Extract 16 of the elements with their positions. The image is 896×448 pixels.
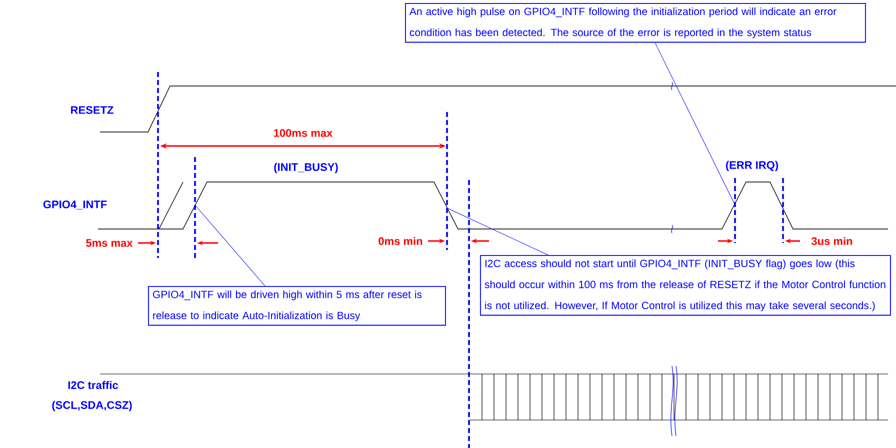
leader-line	[446, 208, 548, 256]
dimension-label: 3us min	[811, 236, 852, 246]
signal-label: I2C traffic	[68, 380, 118, 390]
dimension-label: 5ms max	[86, 239, 133, 247]
callout-box: GPIO4_INTF will be driven high within 5 ms after reset is release to indicate Auto-Initialization is Busy	[148, 286, 446, 326]
signal-label: (SCL,SDA,CSZ)	[52, 400, 132, 412]
state-label: (INIT_BUSY)	[274, 162, 338, 174]
signal-label: RESETZ	[71, 106, 114, 114]
leader-line	[654, 42, 736, 206]
dimension-label: 0ms min	[378, 236, 422, 246]
callout-box: I2C access should not start until GPIO4_INTF (INIT_BUSY flag) goes low (this should occur within 100 ms from the release of RESETZ if the Motor Control function is not utilized. However, If Motor Control is utilized this may take several seconds.)	[480, 255, 891, 316]
leader-line	[194, 204, 266, 286]
dimension-label: 100ms max	[274, 129, 333, 137]
callout-box: An active high pulse on GPIO4_INTF following the initialization period will indicate an error condition has been detected. The source of the error is reported in the system status	[405, 3, 866, 43]
state-label: (ERR IRQ)	[726, 160, 778, 172]
signal-label: GPIO4_INTF	[43, 200, 107, 210]
